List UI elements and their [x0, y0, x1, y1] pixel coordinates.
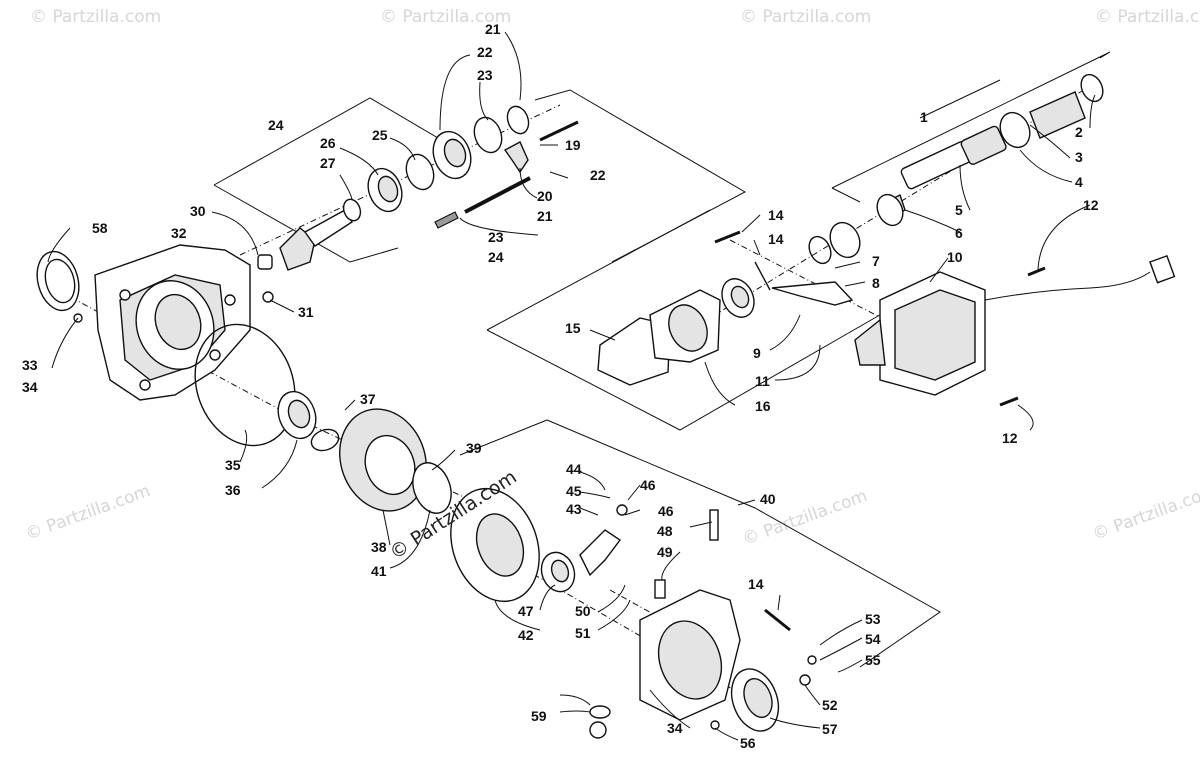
callout-labels: 21 22 23 24 25 26 27 19 22 22 20 21 23 2…: [22, 21, 1099, 751]
callout-label: 57: [822, 721, 838, 737]
part-bearings-24-27: [405, 105, 530, 191]
callout-label: 21: [537, 208, 553, 224]
part-housing-15-and-gasket-16: [597, 278, 755, 386]
callout-label: 12: [1002, 430, 1018, 446]
part-shift-rod-17-22: [434, 120, 579, 229]
part-ring-gear-38: [339, 408, 452, 514]
part-differential-housing: [73, 244, 274, 401]
callout-label: 25: [372, 127, 388, 143]
part-seal-57-left: [36, 250, 80, 312]
part-bearing-28: [342, 167, 403, 222]
callout-label: 21: [485, 21, 501, 37]
callout-label: 49: [657, 544, 673, 560]
callout-label: 48: [657, 523, 673, 539]
callout-label: 39: [466, 440, 482, 456]
callout-label: 37: [360, 391, 376, 407]
callout-label: 19: [565, 137, 581, 153]
callout-label: 22: [477, 44, 493, 60]
callout-label: 27: [320, 155, 336, 171]
callout-label: 6: [955, 225, 963, 241]
callout-label: 8: [872, 275, 880, 291]
callout-label: 2: [1075, 124, 1083, 140]
part-o-ring-35: [194, 323, 296, 447]
callout-label: 47: [518, 603, 534, 619]
callout-label: 34: [667, 720, 683, 736]
watermark: © Partzilla.com: [380, 7, 511, 27]
watermark: © Partzilla.com: [1095, 7, 1200, 27]
callout-label: 59: [531, 708, 547, 724]
part-cover-plate-40: [589, 589, 817, 739]
callout-label: 23: [477, 67, 493, 83]
callout-label: 46: [658, 503, 674, 519]
callout-label: 24: [268, 117, 284, 133]
callout-label: 54: [865, 631, 881, 647]
callout-label: 11: [755, 373, 770, 389]
part-bracket-8-9: [754, 235, 854, 306]
callout-label: 20: [537, 188, 553, 204]
callout-label: 36: [225, 482, 241, 498]
part-output-shaft-1: [879, 73, 1104, 224]
callout-label: 31: [298, 304, 314, 320]
watermark: © Partzilla.com: [740, 7, 871, 27]
watermark: © Partzilla.com: [30, 7, 161, 27]
callout-label: 56: [740, 735, 756, 751]
callout-label: 40: [760, 491, 776, 507]
leader-lines: [47, 31, 1096, 741]
callout-label: 55: [865, 652, 881, 668]
callout-label: 15: [565, 320, 581, 336]
callout-label: 5: [955, 202, 963, 218]
part-actuator-10: [714, 230, 1176, 407]
part-bearing-36: [277, 390, 340, 452]
callout-label: 46: [640, 477, 656, 493]
callout-label: 35: [225, 457, 241, 473]
part-pinion-gear-30: [257, 209, 353, 271]
callout-label: 4: [1075, 174, 1083, 190]
callout-label: 16: [755, 398, 771, 414]
callout-label: 41: [371, 563, 387, 579]
callout-label: 32: [171, 225, 187, 241]
callout-label: 14: [748, 576, 764, 592]
callout-label: 9: [753, 345, 761, 361]
callout-label: 44: [566, 461, 582, 477]
callout-label: 7: [872, 253, 880, 269]
callout-label: 1: [920, 109, 928, 125]
callout-label: 23: [488, 229, 504, 245]
callout-label: 33: [22, 357, 38, 373]
callout-label: 22: [590, 167, 606, 183]
callout-label: 12: [1083, 197, 1099, 213]
callout-label: 51: [575, 625, 591, 641]
part-cover-39: [450, 487, 540, 603]
callout-label: 3: [1075, 149, 1083, 165]
watermark: © Partzilla.com: [23, 481, 153, 545]
callout-label: 52: [822, 697, 838, 713]
callout-label: 45: [566, 483, 582, 499]
callout-label: 34: [22, 379, 38, 395]
callout-label: 10: [947, 249, 963, 265]
callout-label: 53: [865, 611, 881, 627]
bracket-lines: [213, 51, 1111, 668]
callout-label: 30: [190, 203, 206, 219]
part-bearing-6-7: [829, 193, 904, 259]
callout-label: 43: [566, 501, 582, 517]
part-seal-44: [540, 551, 576, 593]
callout-label: 24: [488, 249, 504, 265]
callout-label: 38: [371, 539, 387, 555]
callout-label: 26: [320, 135, 336, 151]
callout-label: 42: [518, 627, 534, 643]
callout-label: 50: [575, 603, 591, 619]
callout-label: 14: [768, 231, 784, 247]
callout-label: 14: [768, 207, 784, 223]
part-shift-fork-43: [579, 504, 719, 599]
watermark: © Partzilla.com: [1090, 481, 1200, 545]
callout-label: 58: [92, 220, 108, 236]
